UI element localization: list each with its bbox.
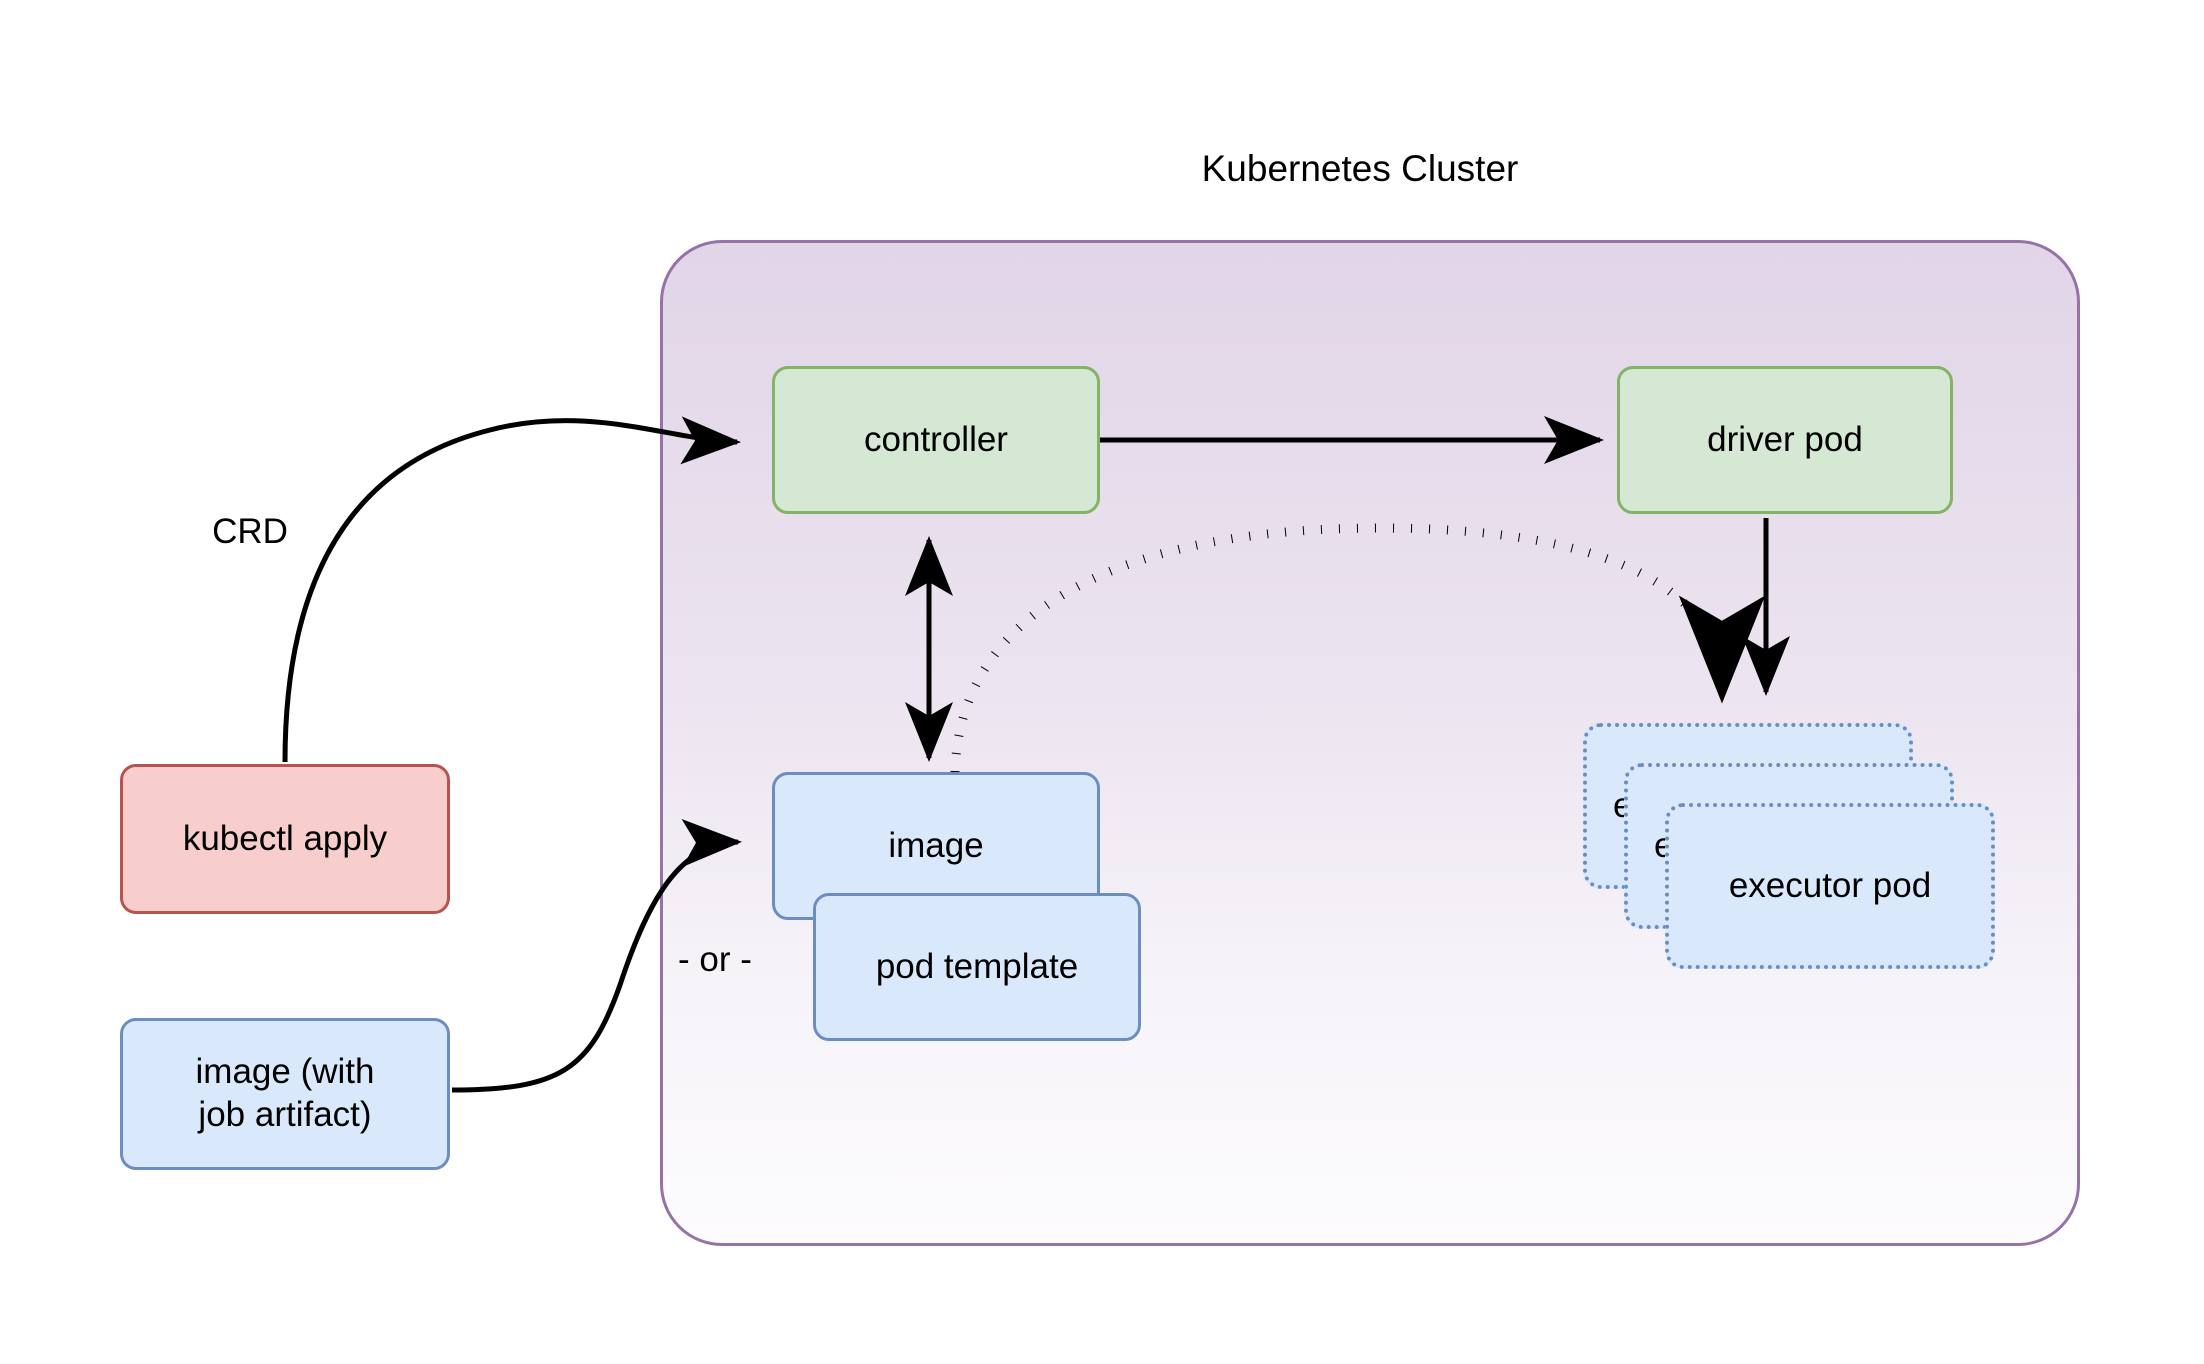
- node-pod-template-label: pod template: [875, 946, 1079, 986]
- node-driver-pod-label: driver pod: [1707, 419, 1863, 459]
- node-image-with-job-artifact-label-line1: image (with: [195, 1052, 375, 1092]
- node-kubectl-apply[interactable]: kubectl apply: [120, 764, 450, 914]
- edge-label-crd: CRD: [212, 512, 288, 551]
- node-executor-pod-front-label: executor pod: [1728, 865, 1932, 905]
- node-controller-label: controller: [864, 419, 1008, 459]
- node-image-label: image: [888, 825, 984, 865]
- node-image-with-job-artifact-label-line2: job artifact): [198, 1095, 372, 1134]
- node-executor-pod-front[interactable]: executor pod: [1665, 803, 1995, 969]
- node-image-with-job-artifact[interactable]: image (with job artifact): [120, 1018, 450, 1170]
- cluster-title: Kubernetes Cluster: [1201, 148, 1519, 189]
- node-pod-template[interactable]: pod template: [813, 893, 1141, 1041]
- node-driver-pod[interactable]: driver pod: [1617, 366, 1953, 514]
- edge-label-or: - or -: [678, 940, 752, 979]
- node-kubectl-apply-label: kubectl apply: [182, 818, 388, 858]
- node-controller[interactable]: controller: [772, 366, 1100, 514]
